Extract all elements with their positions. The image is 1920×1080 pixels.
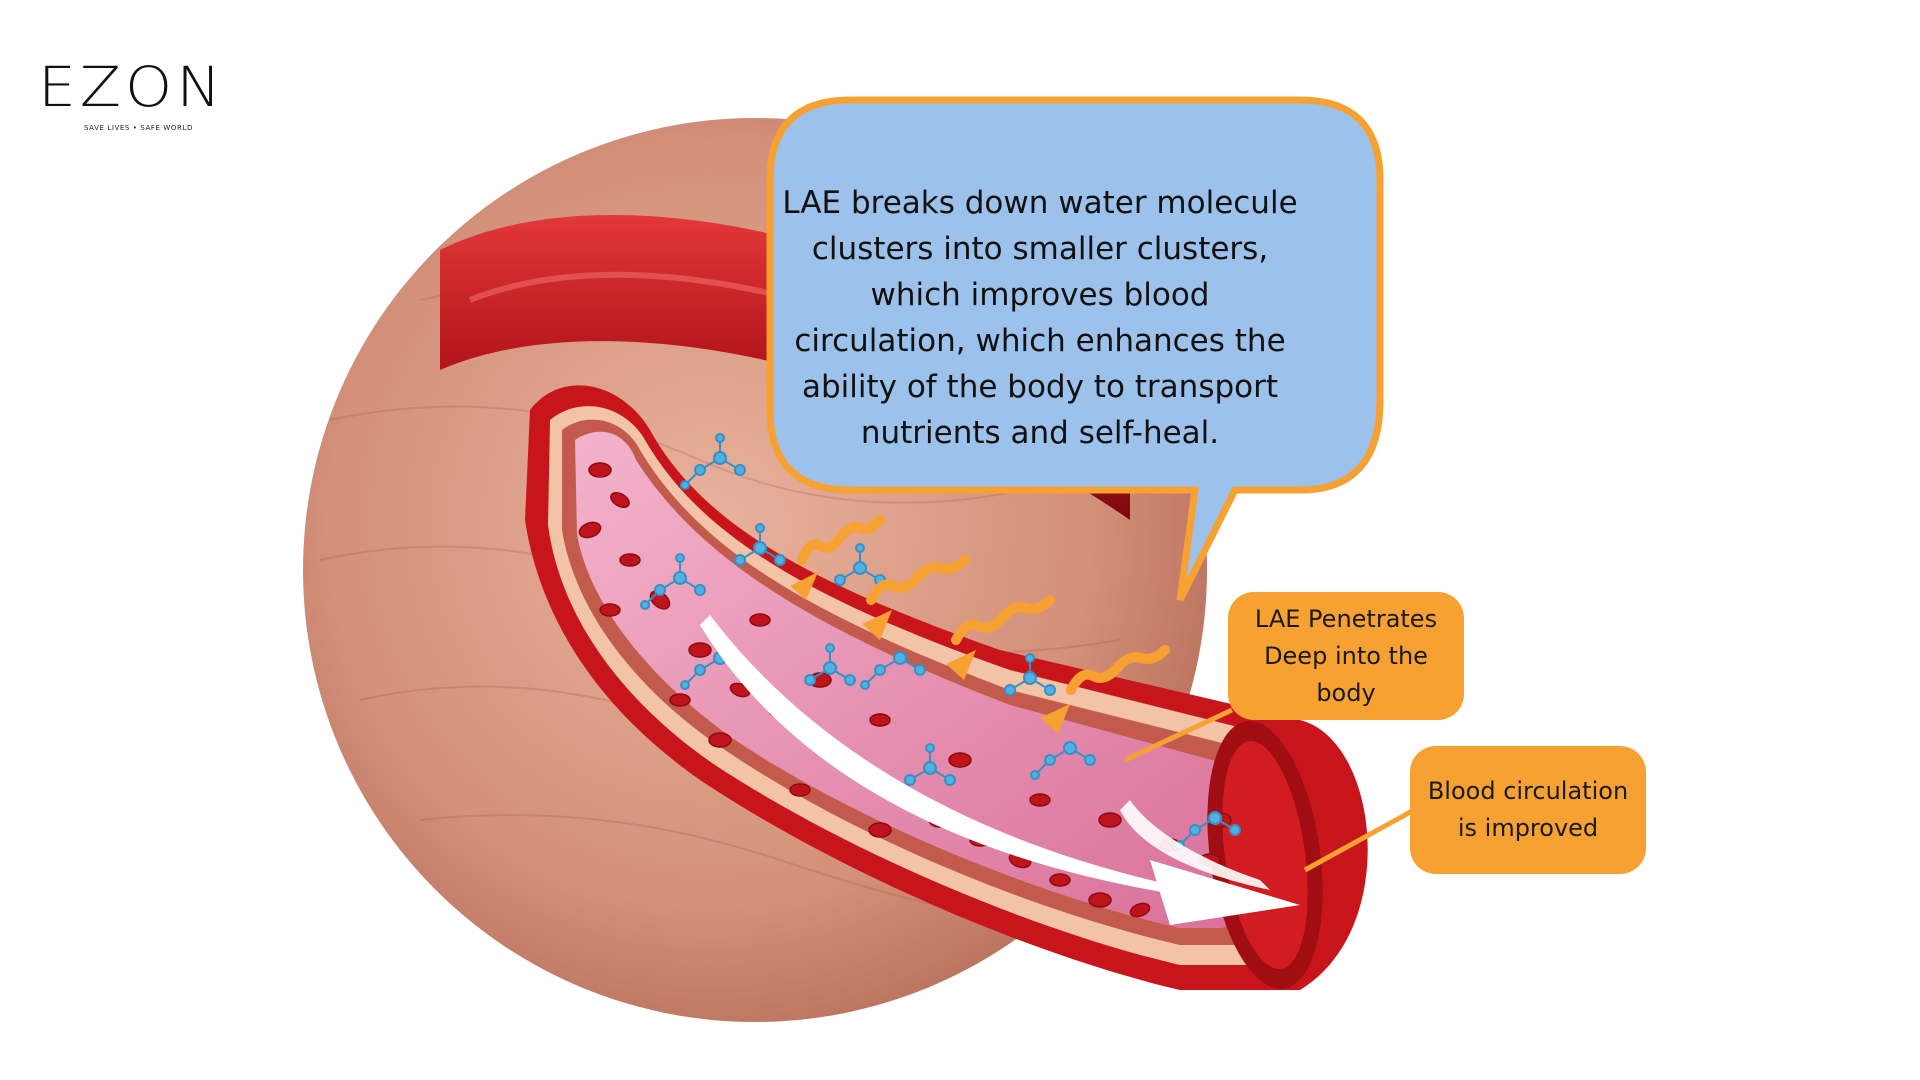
arrowheads — [790, 572, 1070, 734]
logo-tagline: SAVE LIVES • SAFE WORLD — [84, 124, 193, 132]
callout-blood-circulation: Blood circulation is improved — [1410, 746, 1646, 874]
logo-wordmark: EZON — [38, 55, 226, 120]
flow-arrow — [700, 615, 1300, 925]
callout-lae-penetrates-label: LAE Penetrates Deep into the body — [1254, 604, 1438, 707]
penetration-arrows — [797, 515, 1170, 695]
speech-bubble-text: LAE breaks down water molecule clusters … — [782, 185, 1298, 451]
callout-lae-penetrates: LAE Penetrates Deep into the body — [1228, 592, 1464, 720]
callout-leaders — [1123, 707, 1416, 873]
molecule-clusters — [640, 433, 1241, 850]
callout-blood-circulation-label: Blood circulation is improved — [1427, 777, 1629, 842]
speech-bubble — [766, 96, 1384, 602]
ezon-logo: EZON SAVE LIVES • SAFE WORLD — [38, 60, 248, 135]
